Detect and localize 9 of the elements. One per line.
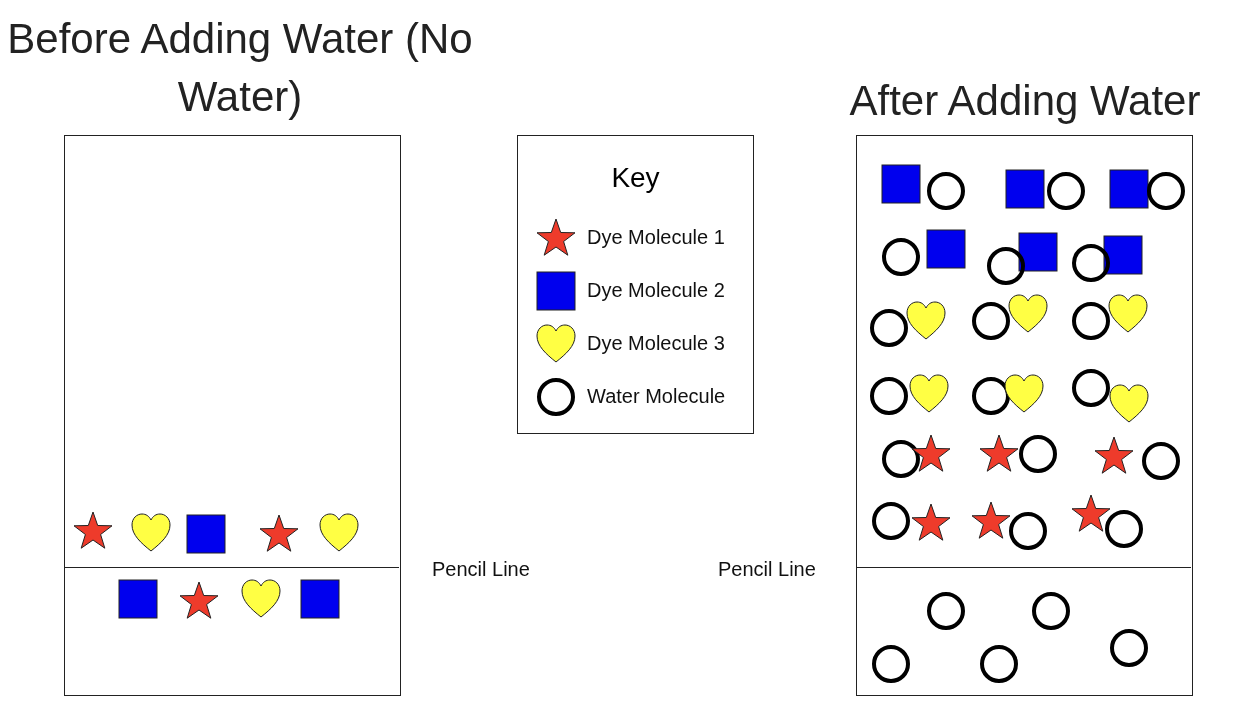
panel-heading: After Adding Water: [848, 76, 1202, 126]
legend-text: Dye Molecule 1: [587, 226, 725, 249]
legend-text: Dye Molecule 2: [587, 279, 725, 302]
legend-text: Dye Molecule 3: [587, 332, 725, 355]
legend-text: Water Molecule: [587, 385, 726, 408]
panel-heading: Before Adding Water (No Water): [6, 14, 474, 122]
pencil-line-label: Pencil Line: [718, 558, 816, 581]
key-heading: Key: [610, 162, 661, 194]
pencil-line-label: Pencil Line: [432, 558, 530, 581]
